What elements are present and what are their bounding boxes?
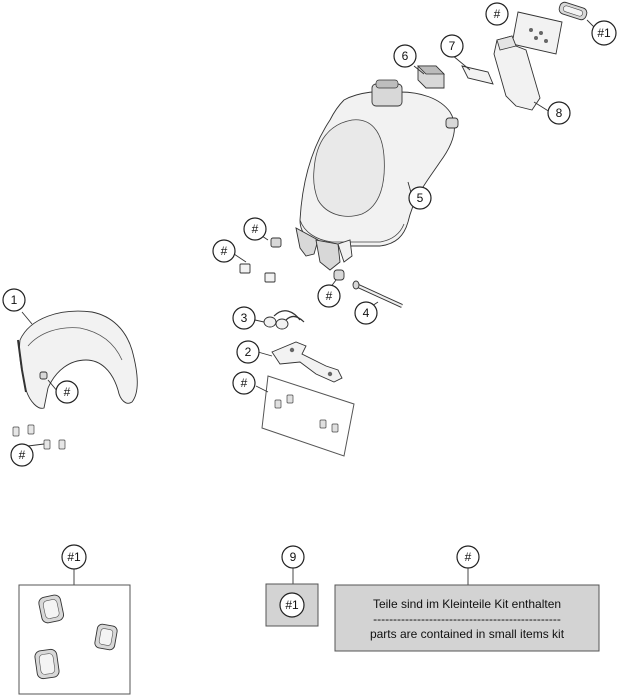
svg-text:#: # <box>326 289 333 303</box>
part-8-flap <box>493 35 541 111</box>
svg-text:2: 2 <box>245 345 252 359</box>
kit-grommets <box>34 594 118 680</box>
part-5-tank <box>295 79 459 271</box>
svg-text:#: # <box>494 7 501 21</box>
callout-6: 6 <box>393 44 417 68</box>
note-german: Teile sind im Kleinteile Kit enthalten <box>373 597 561 611</box>
svg-text:3: 3 <box>241 311 248 325</box>
callout-hash-tank-upper: # <box>243 217 267 241</box>
part-1-mudguard <box>17 310 138 409</box>
svg-text:#: # <box>252 222 259 236</box>
callout-2: 2 <box>236 340 260 364</box>
note-box <box>334 584 600 652</box>
svg-text:#1: #1 <box>597 26 611 40</box>
part-3-clip <box>263 310 305 330</box>
mudguard-screws <box>12 424 66 450</box>
part-6-block <box>417 65 445 89</box>
callout-hash-mudguard: # <box>55 380 79 404</box>
small-parts-plate <box>511 11 563 55</box>
callout-hash-tank-lower: # <box>317 284 341 308</box>
note-separator: ----------------------------------------… <box>373 612 561 626</box>
callout-5: 5 <box>408 186 432 210</box>
svg-text:5: 5 <box>417 191 424 205</box>
screw-card <box>261 375 355 457</box>
svg-text:6: 6 <box>402 49 409 63</box>
callout-4: 4 <box>354 301 378 325</box>
callout-8: 8 <box>547 101 571 125</box>
part-4-pin <box>352 280 403 308</box>
part-2-bracket <box>271 341 343 383</box>
svg-text:7: 7 <box>449 39 456 53</box>
callout-hash-screws: # <box>10 443 34 467</box>
grommet-part <box>558 1 588 21</box>
callout-hash-plate: # <box>485 2 509 26</box>
svg-text:1: 1 <box>11 293 18 307</box>
kit-legend: #1 <box>18 544 131 695</box>
small-items-note: # Teile sind im Kleinteile Kit enthalten… <box>334 545 600 652</box>
note-english: parts are contained in small items kit <box>370 627 565 641</box>
tank-small-parts <box>239 237 345 283</box>
callout-hash-tank-left: # <box>212 239 236 263</box>
part-9-legend: 9 #1 <box>265 545 319 627</box>
part-7-bracket <box>461 65 494 85</box>
svg-text:9: 9 <box>290 550 297 564</box>
callout-3: 3 <box>232 306 256 330</box>
svg-text:#1: #1 <box>285 598 299 612</box>
svg-text:#: # <box>465 550 472 564</box>
svg-text:4: 4 <box>363 306 370 320</box>
callout-kit-top: #1 <box>591 20 617 46</box>
callout-1: 1 <box>2 288 26 312</box>
svg-text:#: # <box>64 385 71 399</box>
svg-text:#: # <box>19 448 26 462</box>
svg-text:#: # <box>241 376 248 390</box>
callout-7: 7 <box>440 34 464 58</box>
svg-text:#1: #1 <box>67 550 81 564</box>
svg-text:#: # <box>221 244 228 258</box>
svg-text:8: 8 <box>556 106 563 120</box>
callout-hash-screw-card: # <box>232 371 256 395</box>
